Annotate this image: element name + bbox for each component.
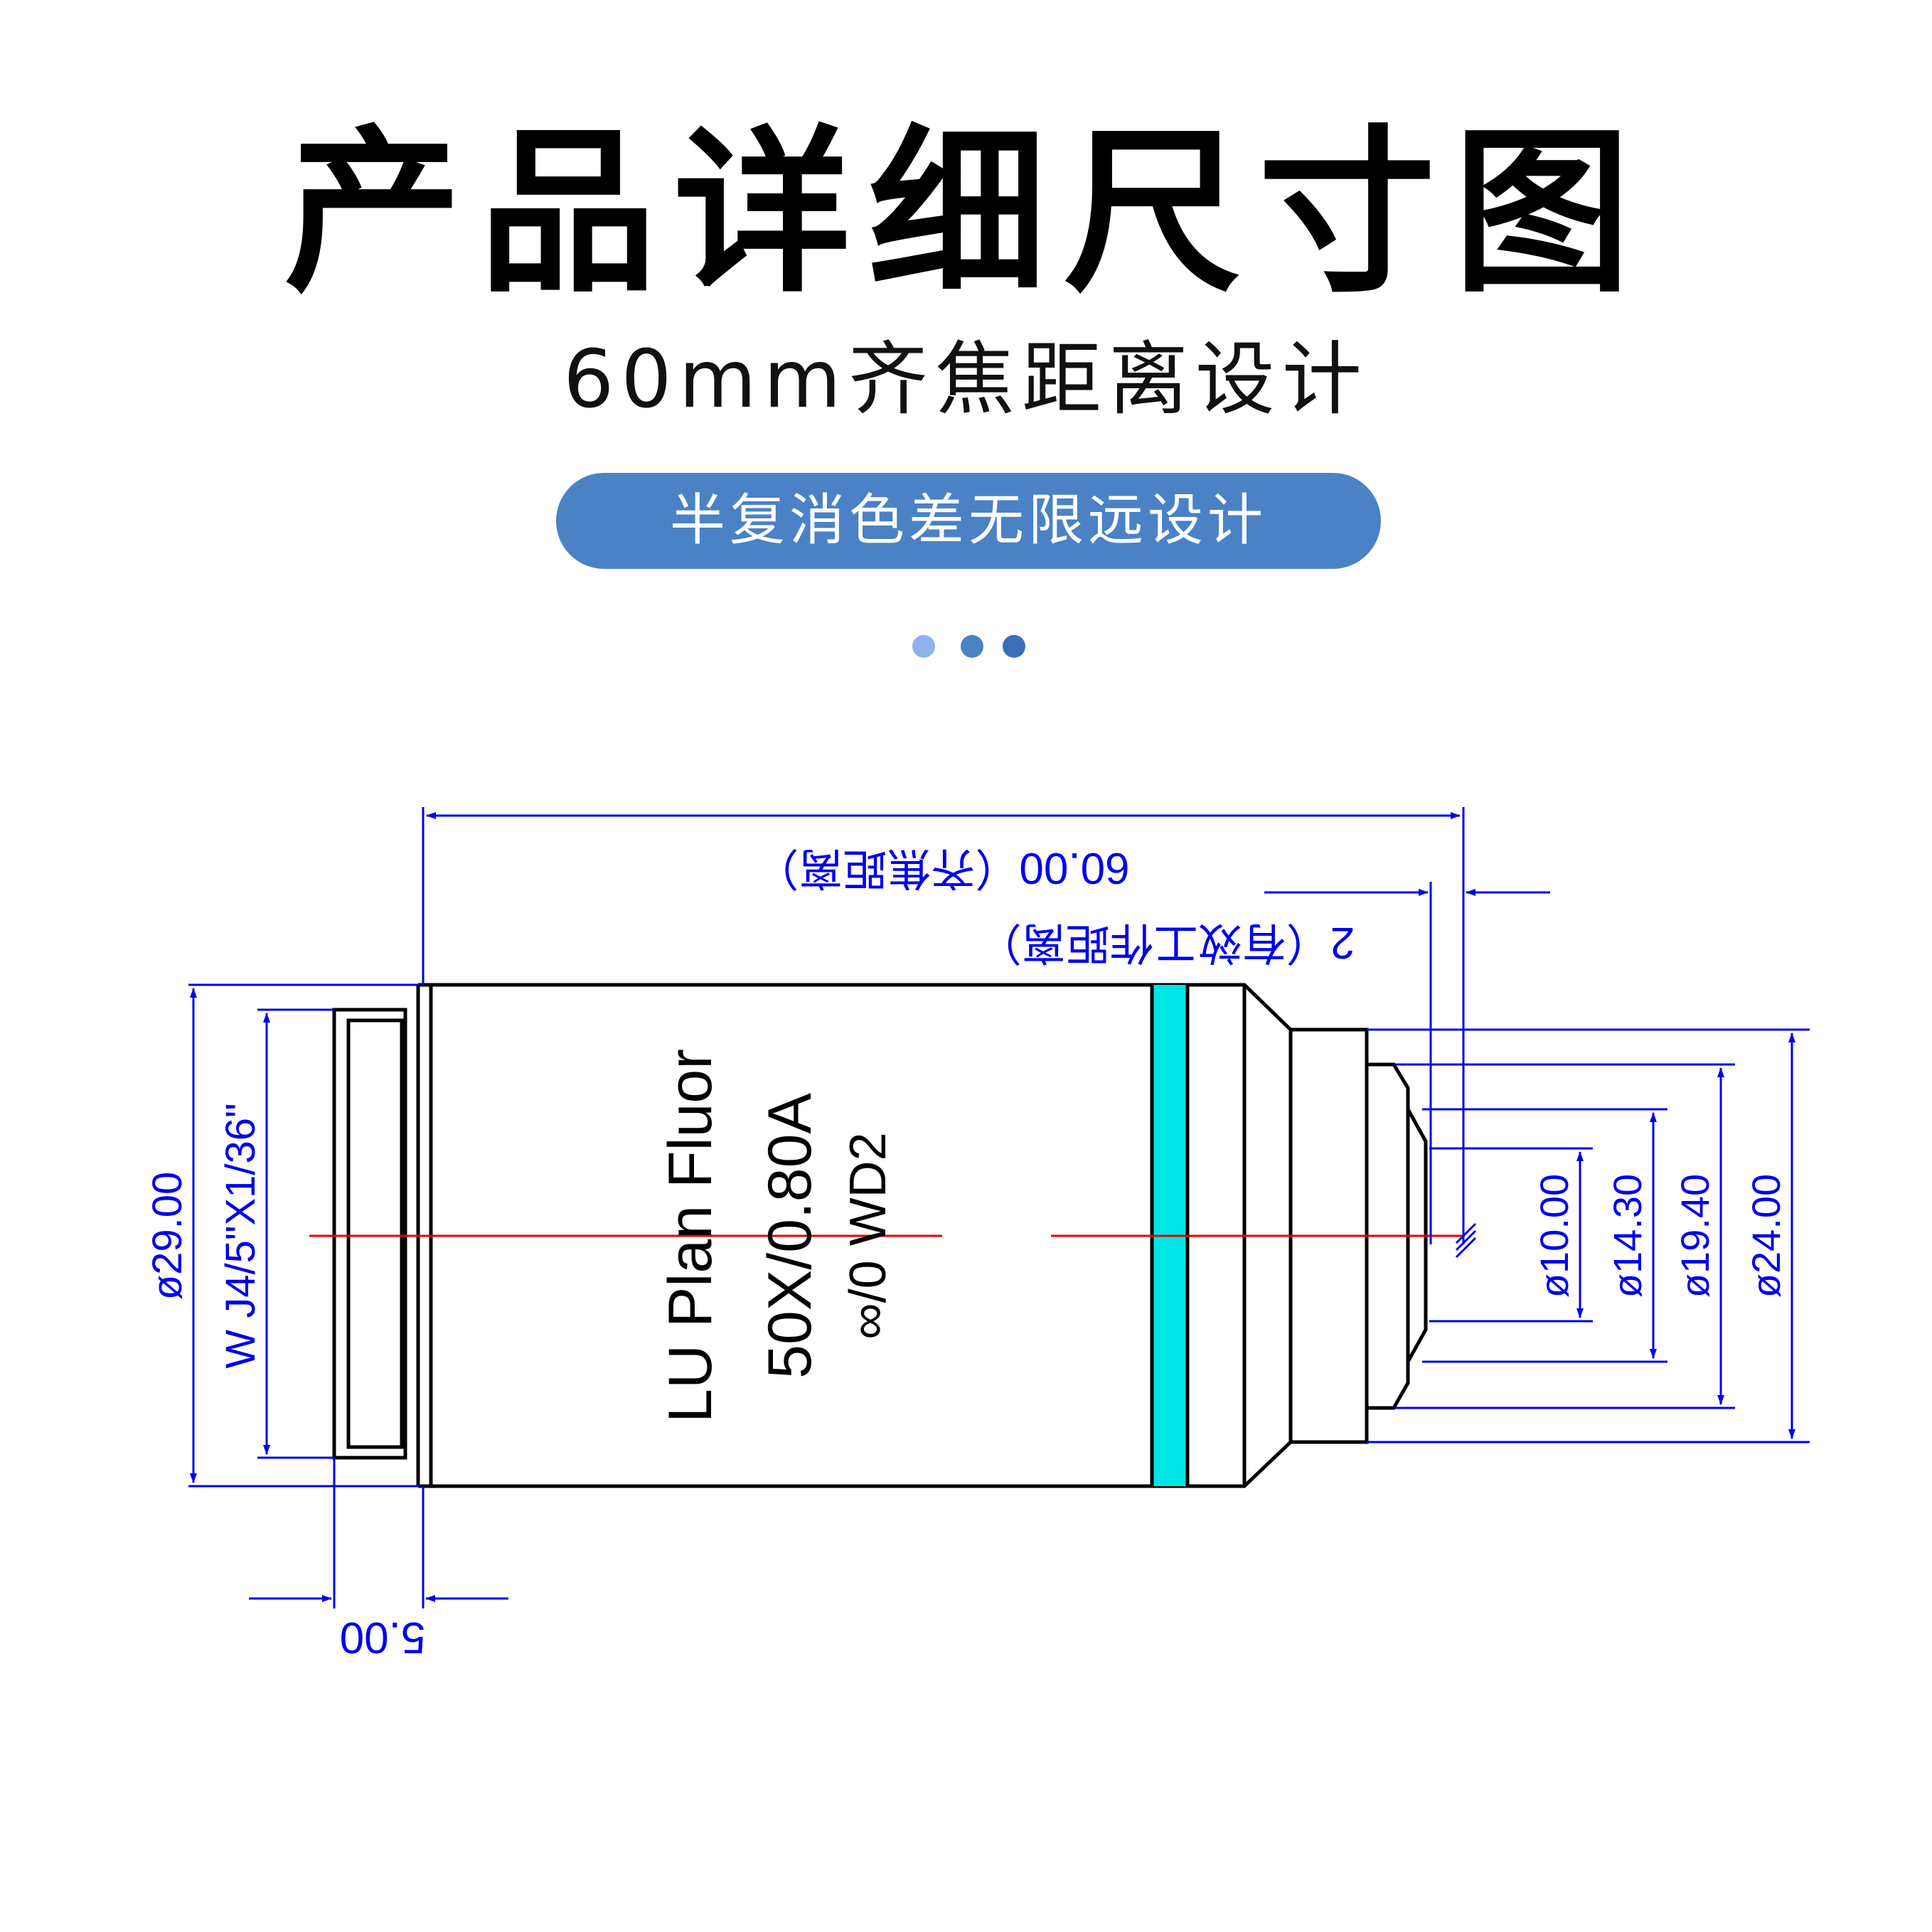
design-badge: 半复消色差无限远设计 (556, 473, 1381, 569)
carousel-dot-3 (1003, 635, 1025, 658)
d3-text-group: ø19.40 (1672, 1174, 1717, 1298)
thread-text-group: W J4/5"X1/36" (218, 1103, 264, 1368)
engraving-line-2: 50X/0.80A (756, 1093, 824, 1379)
thread-dimension: W J4/5"X1/36" (218, 1103, 264, 1368)
d2-text-group: ø14.30 (1605, 1174, 1650, 1298)
d2-dimension: ø14.30 (1605, 1174, 1650, 1298)
body-diameter-dimension: ø29.00 (144, 1172, 191, 1301)
thread-length-text-group: 5.00 (340, 1613, 426, 1662)
page-subtitle: 60mm齐焦距离设计 (563, 333, 1369, 426)
thread-length-dimension: 5.00 (340, 1613, 426, 1662)
d4-text-group: ø24.00 (1744, 1174, 1788, 1298)
body-diameter-text-group: ø29.00 (144, 1172, 191, 1301)
d4-dimension: ø24.00 (1744, 1174, 1788, 1298)
d3-dimension: ø19.40 (1672, 1174, 1717, 1298)
carousel-dot-2 (961, 635, 983, 658)
thread-flange (332, 1008, 407, 1460)
objective-engraving: LU Plan Fluor 50X/0.80A ∞/0 WD2 (656, 1049, 897, 1423)
working-distance-dimension: 2（有效工作距离） (978, 918, 1355, 967)
page-title: 产品详细尺寸图 (284, 110, 1648, 316)
engraving-line-1: LU Plan Fluor (656, 1049, 725, 1423)
d1-dimension: ø10.00 (1532, 1174, 1576, 1298)
working-distance-text-group: 2（有效工作距离） (978, 918, 1355, 967)
parfocal-dimension: 60.00（齐焦距离） (754, 843, 1129, 892)
d1-text-group: ø10.00 (1532, 1174, 1576, 1298)
parfocal-text-group: 60.00（齐焦距离） (754, 843, 1129, 892)
thread-inner (346, 1018, 404, 1449)
carousel-dot-1 (912, 635, 935, 658)
engraving-line-3: ∞/0 WD2 (840, 1132, 897, 1339)
dimension-lines (188, 807, 1810, 1608)
